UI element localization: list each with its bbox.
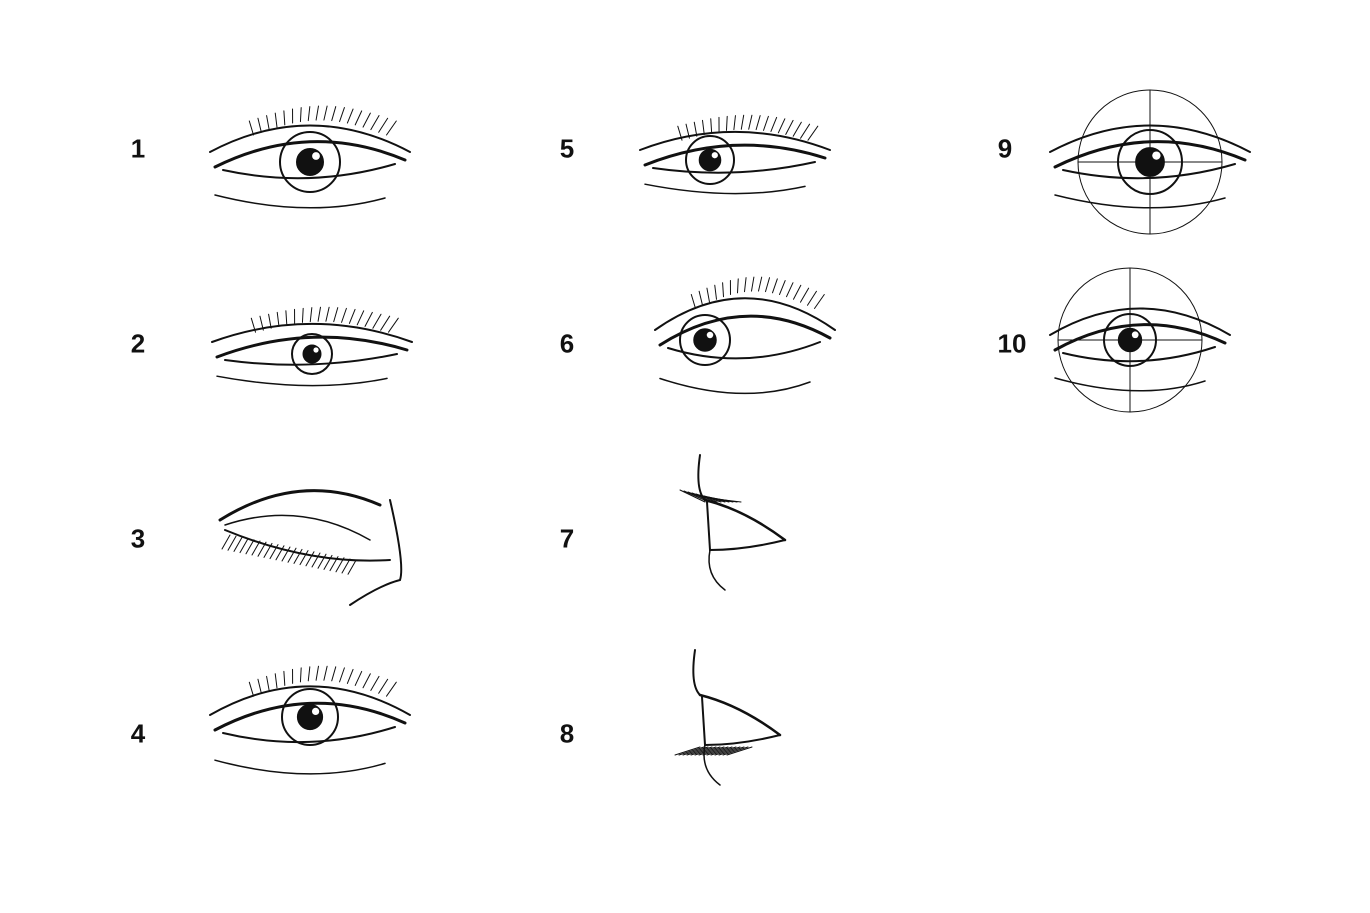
- label-3: 3: [130, 523, 146, 554]
- label-4: 4: [130, 718, 146, 749]
- eye-sketch-4: [209, 665, 411, 775]
- eye-sketch-5: [639, 114, 831, 195]
- eye-sketch-10: [1049, 267, 1231, 413]
- label-1: 1: [130, 133, 146, 164]
- eye-sketch-6: [654, 276, 836, 395]
- label-8: 8: [559, 718, 575, 749]
- eye-sketch-9: [1049, 89, 1251, 235]
- eye-sketch-8: [674, 649, 782, 786]
- label-6: 6: [559, 328, 575, 359]
- eye-sketch-2: [211, 306, 413, 387]
- label-10: 10: [997, 328, 1027, 359]
- label-7: 7: [559, 523, 575, 554]
- eye-sketch-3: [218, 489, 403, 606]
- label-9: 9: [997, 133, 1013, 164]
- label-5: 5: [559, 133, 575, 164]
- label-2: 2: [130, 328, 146, 359]
- eye-sketch-1: [209, 105, 411, 209]
- eye-sketch-7: [679, 454, 787, 591]
